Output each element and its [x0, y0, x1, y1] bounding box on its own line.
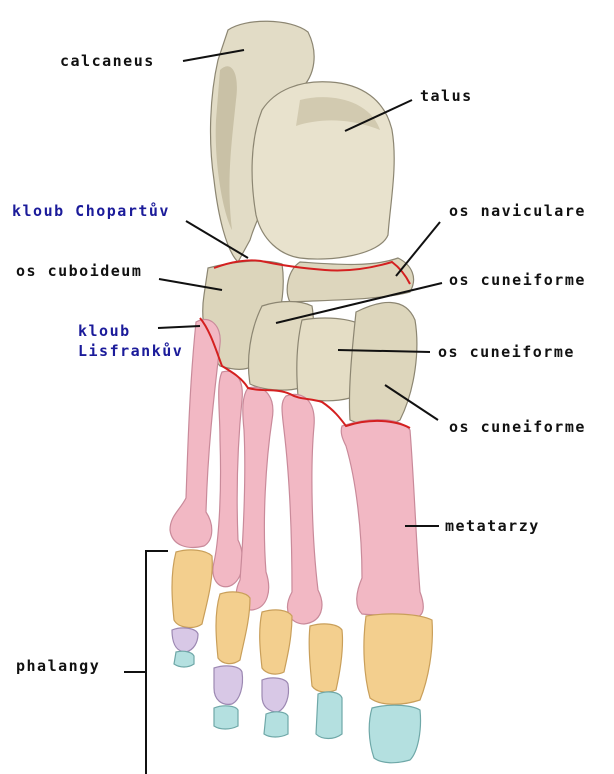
metatarsal-4 — [213, 371, 243, 587]
label-calcaneus: calcaneus — [60, 52, 155, 70]
label-metatarzy: metatarzy — [445, 517, 540, 535]
label-lisfranc-line2: Lisfrankův — [78, 341, 183, 361]
label-phalangy: phalangy — [16, 657, 100, 675]
metatarsal-3 — [236, 387, 272, 610]
metatarsal-1 — [341, 420, 423, 618]
metatarsal-2 — [282, 394, 322, 624]
label-chopart-joint: kloub Chopartův — [12, 202, 170, 220]
label-talus: talus — [420, 87, 473, 105]
label-os-cuneiforme-2: os cuneiforme — [438, 343, 575, 361]
tarsal-bones — [203, 21, 417, 425]
label-os-cuneiforme-1: os cuneiforme — [449, 271, 586, 289]
label-os-naviculare: os naviculare — [449, 202, 586, 220]
label-os-cuboideum: os cuboideum — [16, 262, 142, 280]
label-lisfranc-line1: kloub — [78, 321, 183, 341]
medial-cuneiform-bone — [349, 302, 416, 425]
label-lisfranc-joint: kloub Lisfrankův — [78, 321, 183, 361]
label-os-cuneiforme-3: os cuneiforme — [449, 418, 586, 436]
